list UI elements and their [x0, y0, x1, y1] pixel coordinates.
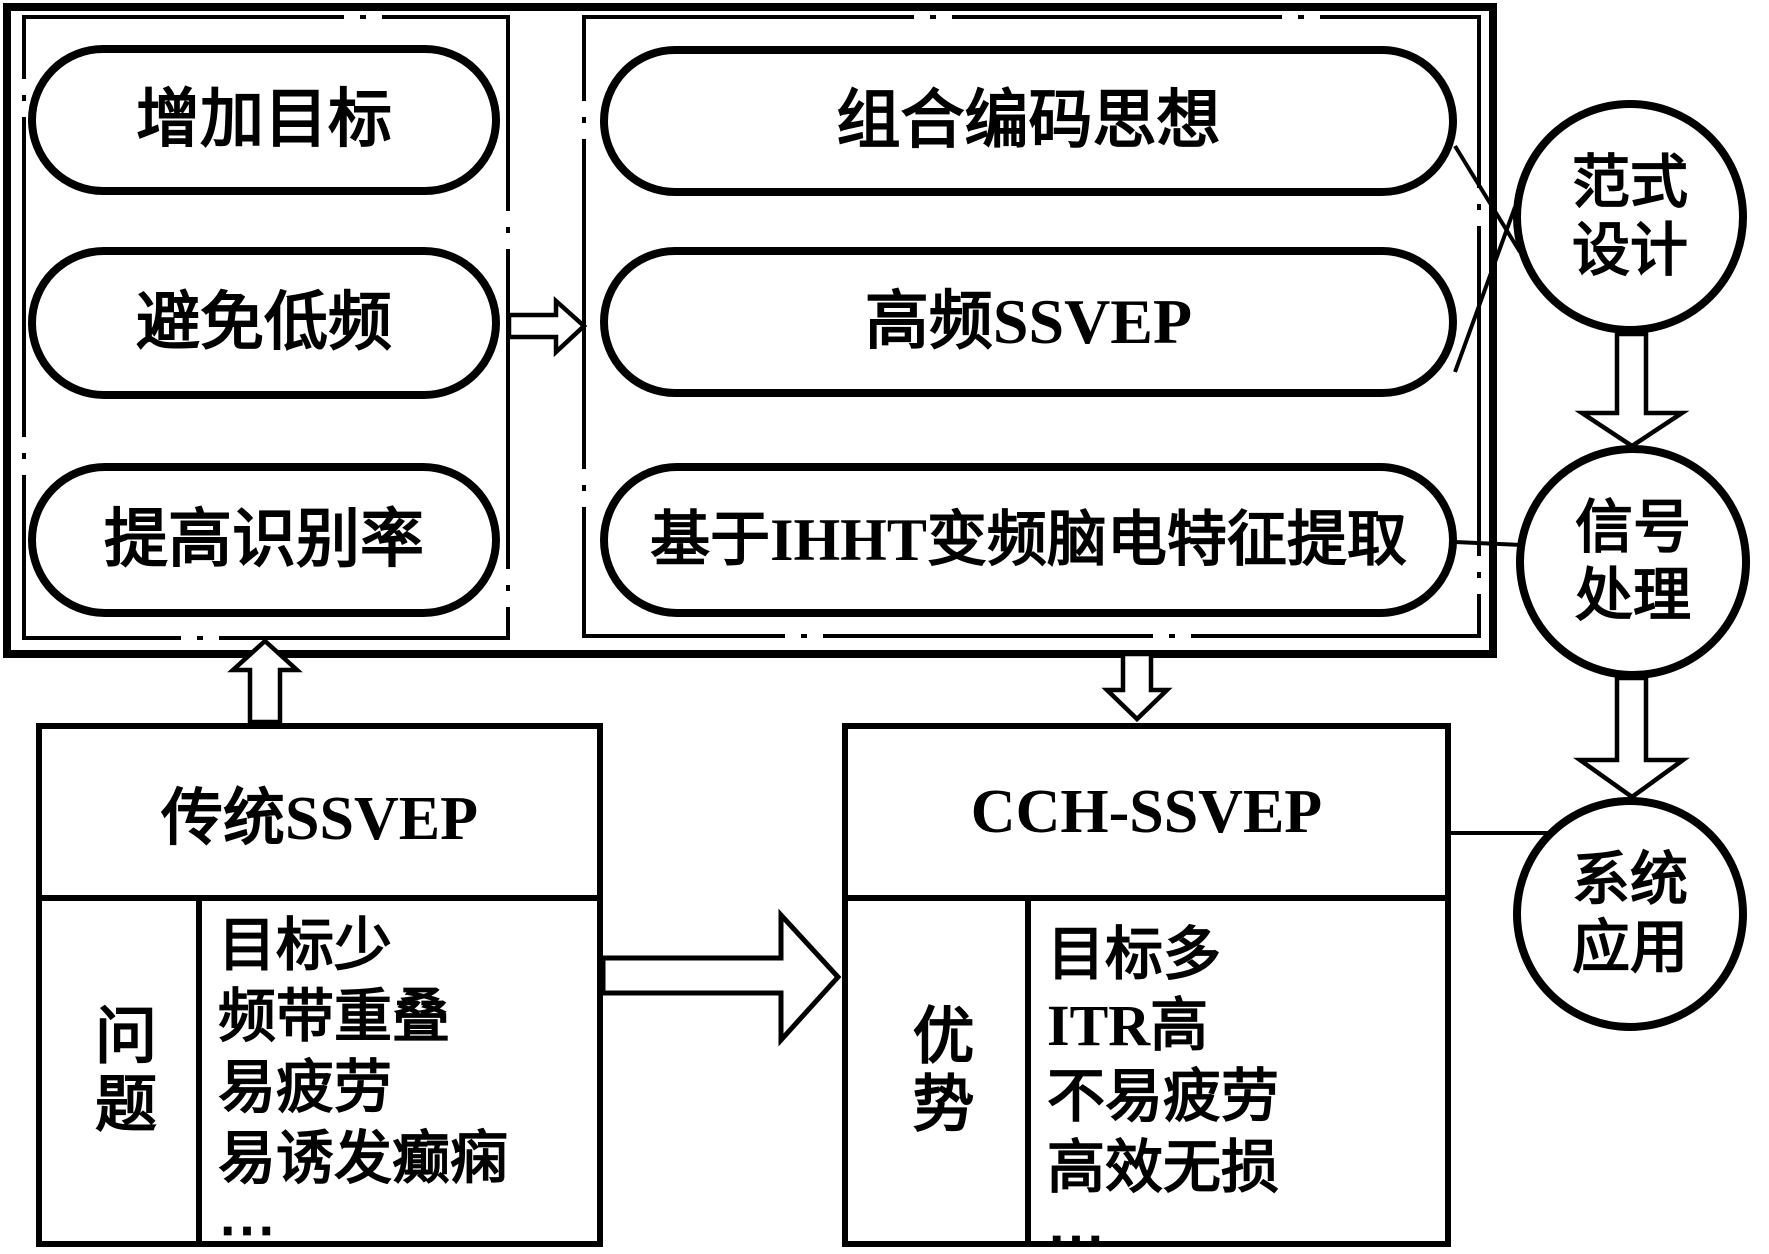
arrow-paradigm-to-signal-icon: [1574, 331, 1690, 449]
list-item-ellipsis: ⋯: [218, 1197, 276, 1254]
list-item: 高效无损: [1047, 1135, 1280, 1200]
traditional-ssvep-row-label: 问题: [42, 901, 202, 1241]
cch-ssvep-body: 优势 目标多 ITR高 不易疲劳 高效无损 ⋯: [848, 901, 1445, 1254]
circle-paradigm-design-line2: 设计: [1571, 218, 1688, 283]
stadium-improve-recognition-rate: 提高识别率: [28, 463, 500, 617]
list-item: 易诱发癫痫: [218, 1126, 509, 1191]
list-item: 频带重叠: [218, 984, 451, 1049]
list-item: ITR高: [1047, 993, 1209, 1058]
box-cch-ssvep: CCH-SSVEP 优势 目标多 ITR高 不易疲劳 高效无损 ⋯: [842, 723, 1451, 1254]
stadium-avoid-low-frequency-label: 避免低频: [136, 287, 392, 358]
stadium-increase-targets: 增加目标: [28, 45, 500, 195]
stadium-combined-coding-idea: 组合编码思想: [600, 46, 1457, 196]
stadium-increase-targets-label: 增加目标: [136, 84, 392, 155]
arrow-traditional-to-cch-icon: [600, 908, 842, 1047]
list-item: 目标少: [218, 913, 393, 978]
stadium-avoid-low-frequency: 避免低频: [28, 247, 500, 399]
stadium-high-frequency-ssvep-label: 高频SSVEP: [864, 286, 1193, 357]
stadium-ihht-feature-extraction-label: 基于IHHT变频脑电特征提取: [650, 507, 1407, 573]
list-item-ellipsis: ⋯: [1047, 1206, 1105, 1254]
traditional-ssvep-body: 问题 目标少 频带重叠 易疲劳 易诱发癫痫 ⋯: [42, 901, 597, 1254]
circle-system-application-line1: 系统: [1571, 847, 1688, 912]
circle-paradigm-design-line1: 范式: [1571, 150, 1688, 215]
traditional-ssvep-item-list: 目标少 频带重叠 易疲劳 易诱发癫痫 ⋯: [202, 901, 597, 1254]
circle-signal-processing-line1: 信号: [1574, 495, 1691, 560]
stadium-improve-recognition-rate-label: 提高识别率: [104, 504, 424, 575]
list-item: 易疲劳: [218, 1055, 393, 1120]
stadium-combined-coding-idea-label: 组合编码思想: [836, 85, 1221, 156]
cch-ssvep-item-list: 目标多 ITR高 不易疲劳 高效无损 ⋯: [1031, 901, 1445, 1254]
cch-ssvep-row-label: 优势: [848, 901, 1031, 1241]
circle-signal-processing-line2: 处理: [1574, 563, 1691, 628]
stadium-ihht-feature-extraction: 基于IHHT变频脑电特征提取: [600, 463, 1457, 617]
stadium-high-frequency-ssvep: 高频SSVEP: [600, 247, 1457, 397]
circle-signal-processing: 信号 处理: [1516, 445, 1750, 679]
list-item: 不易疲劳: [1047, 1064, 1280, 1129]
arrow-down-methods-icon: [1101, 651, 1173, 723]
circle-system-application: 系统 应用: [1513, 797, 1747, 1031]
arrow-signal-to-application-icon: [1572, 675, 1690, 800]
box-traditional-ssvep: 传统SSVEP 问题 目标少 频带重叠 易疲劳 易诱发癫痫 ⋯: [36, 723, 603, 1254]
circle-paradigm-design: 范式 设计: [1513, 100, 1747, 334]
cch-ssvep-title: CCH-SSVEP: [848, 729, 1445, 901]
traditional-ssvep-title: 传统SSVEP: [42, 729, 597, 901]
circle-system-application-line2: 应用: [1571, 915, 1688, 980]
list-item: 目标多: [1047, 922, 1222, 987]
